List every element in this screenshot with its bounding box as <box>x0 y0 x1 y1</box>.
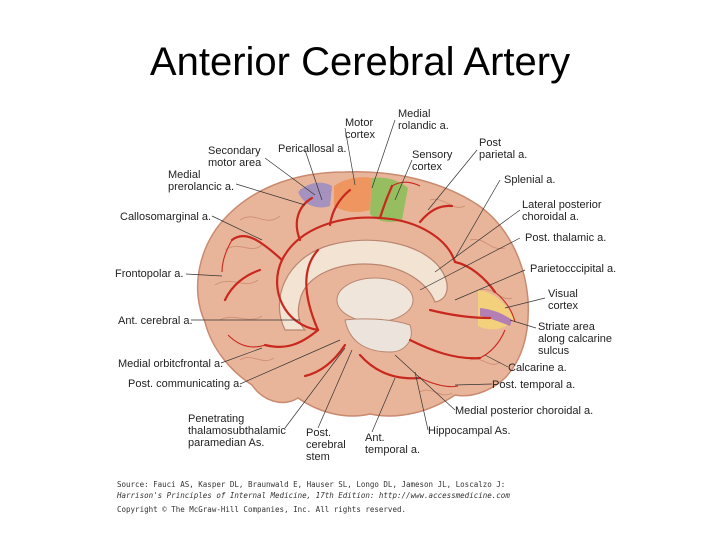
corpus-callosum <box>278 239 448 331</box>
thalamus <box>336 277 414 323</box>
slide-title: Anterior Cerebral Artery <box>149 40 571 84</box>
brainstem <box>344 318 412 353</box>
label-splenial: Splenial a. <box>504 174 555 186</box>
artery-network <box>223 184 497 380</box>
sensory-cortex-region <box>370 177 408 222</box>
copyright-line: Copyright © The McGraw-Hill Companies, I… <box>117 505 406 514</box>
label-post-communicating: Post. communicating a. <box>128 378 242 390</box>
label-ant-temporal: Ant.temporal a. <box>365 432 420 456</box>
label-post-temporal: Post. temporal a. <box>492 379 575 391</box>
striate-region <box>480 308 512 326</box>
label-pericallosal: Pericallosal a. <box>278 143 346 155</box>
label-frontopolar: Frontopolar a. <box>115 268 183 280</box>
motor-cortex-region <box>334 177 372 213</box>
label-calcarine: Calcarine a. <box>508 362 567 374</box>
source-line-1: Source: Fauci AS, Kasper DL, Braunwald E… <box>117 480 506 489</box>
artery-fine <box>221 181 516 388</box>
label-medial-orbitofrontal: Medial orbitcfrontal a. <box>118 358 223 370</box>
label-parieto-occipital: Parietocccipital a. <box>530 263 616 275</box>
label-callosomarginal: Callosomarginal a. <box>120 211 211 223</box>
label-medial-posterior-choroidal: Medial posterior choroidal a. <box>455 405 593 417</box>
leader-lines <box>185 119 546 433</box>
label-post-thalamic: Post. thalamic a. <box>525 232 606 244</box>
label-ant-cerebral: Ant. cerebral a. <box>118 315 193 327</box>
label-hippocampal: Hippocampal As. <box>428 425 511 437</box>
source-line-2: Harrison's Principles of Internal Medici… <box>117 491 510 500</box>
